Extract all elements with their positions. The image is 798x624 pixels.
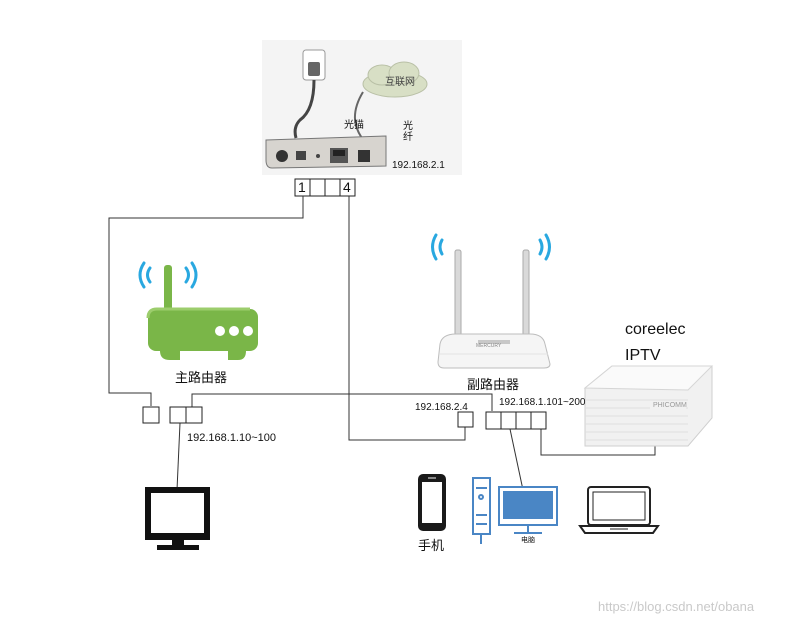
iptv-label-iptv: IPTV (625, 347, 661, 364)
wifi-signal-icon (138, 261, 198, 289)
main-router-icon (138, 261, 258, 360)
iptv-brand: PHICOMM (653, 402, 687, 409)
line-main-router-to-monitor (176, 422, 181, 491)
modem-ip: 192.168.2.1 (392, 160, 445, 171)
line-modem-to-secondary-router (348, 196, 466, 441)
modem-reset-hole (316, 154, 320, 158)
line-secondary-router-to-iptv (540, 429, 656, 456)
modem-lan-ports (294, 178, 356, 197)
main-router-label: 主路由器 (175, 371, 228, 386)
internet-label: 互联网 (385, 77, 415, 88)
connection-lines (108, 196, 656, 491)
secondary-router-wan-port (457, 411, 474, 428)
phone-icon (418, 474, 446, 531)
secondary-router-brand: MERCURY (476, 343, 502, 349)
modem-port-1-label: 1 (298, 179, 306, 195)
main-router-lan-ip: 192.168.1.10~100 (187, 432, 277, 444)
secondary-router-label: 副路由器 (467, 378, 520, 393)
wifi-signal-icon (431, 233, 551, 261)
iptv-label-coreelec: coreelec (625, 321, 686, 338)
laptop-icon (578, 486, 660, 534)
modem-fiber-port (358, 150, 370, 162)
optical-modem (262, 40, 462, 175)
monitor-icon (145, 487, 210, 550)
secondary-router-lan-port-1 (485, 411, 502, 430)
main-router-lan-port-2 (185, 406, 203, 424)
modem-port-2 (309, 178, 326, 197)
main-router-lan-port-1 (169, 406, 187, 424)
desktop-pc-icon (472, 477, 558, 544)
secondary-router-lan-port-3 (515, 411, 532, 430)
modem-power-button (276, 150, 288, 162)
line-main-router-to-secondary-lan (191, 393, 493, 411)
internet-cloud-icon (362, 61, 428, 98)
secondary-router-lan-port-4 (530, 411, 547, 430)
main-router-wan-port (142, 406, 160, 424)
power-cable (293, 79, 316, 139)
secondary-router-ports (457, 411, 547, 430)
watermark: https://blog.csdn.net/obana (598, 599, 755, 614)
modem-port-dc (296, 151, 306, 160)
secondary-router-icon (431, 233, 551, 369)
phone-label: 手机 (418, 539, 445, 554)
iptv-box-icon (583, 365, 714, 447)
secondary-router-lan-ip: 192.168.1.101~200 (499, 397, 586, 408)
line-modem-to-main-router (108, 196, 304, 406)
pc-tower-icon (472, 477, 491, 535)
modem-port-4 (339, 178, 356, 197)
main-router-ports (142, 406, 203, 424)
secondary-router-lan-port-2 (500, 411, 517, 430)
fiber-label-2: 纤 (403, 132, 413, 143)
pc-label: 电脑 (521, 537, 535, 544)
modem-port-3 (324, 178, 341, 197)
fiber-label-1: 光 (403, 121, 413, 132)
modem-label: 光猫 (344, 120, 364, 131)
power-plug-icon (308, 62, 320, 76)
modem-port-4-label: 4 (343, 179, 351, 195)
line-secondary-router-to-pc (509, 428, 524, 491)
secondary-router-wan-ip: 192.168.2.4 (415, 402, 468, 413)
